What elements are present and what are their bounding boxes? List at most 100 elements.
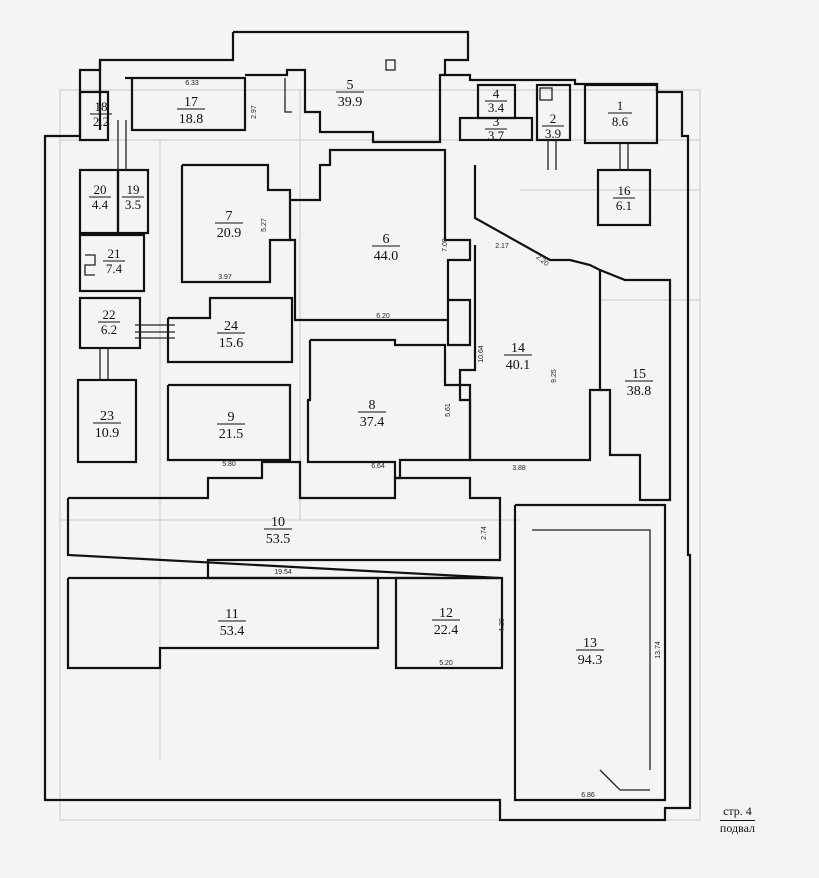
room-6-label[interactable]: 6 44.0: [372, 232, 400, 264]
room-number: 5: [347, 78, 354, 93]
dimension-label: 2.17: [495, 243, 509, 250]
room-23-label[interactable]: 23 10.9: [93, 409, 121, 441]
room-4-label[interactable]: 4 3.4: [485, 86, 507, 115]
dimension-label: 2.20: [534, 254, 549, 268]
room-16-label[interactable]: 16 6.1: [613, 183, 635, 213]
dimension-label: 6.86: [581, 792, 595, 799]
dimension-labels: 6.33 2.97 5.27 3.97 6.20 7.09 2.17 2.20 …: [185, 80, 662, 799]
room-19-label[interactable]: 19 3.5: [122, 182, 144, 212]
dimension-label: 4.30: [499, 618, 506, 632]
dimension-label: 6.33: [185, 80, 199, 87]
room-number: 3: [493, 114, 500, 129]
room-area: 6.1: [616, 198, 632, 213]
room-5-label[interactable]: 5 39.9: [336, 78, 364, 110]
room-area: 3.4: [488, 100, 505, 115]
room-11-label[interactable]: 11 53.4: [218, 607, 246, 639]
room-area: 94.3: [578, 653, 603, 668]
room-area: 53.4: [220, 624, 245, 639]
room-number: 1: [617, 98, 624, 113]
room-number: 8: [369, 398, 376, 413]
room-area: 2.2: [93, 114, 109, 129]
room-number: 18: [95, 99, 108, 114]
dimension-label: 6.20: [376, 313, 390, 320]
dimension-label: 6.64: [371, 463, 385, 470]
dimension-label: 9.25: [551, 369, 558, 383]
room-number: 14: [511, 341, 525, 356]
dimension-label: 5.27: [261, 218, 268, 232]
room-3-label[interactable]: 3 3.7: [485, 114, 507, 143]
room-number: 19: [127, 182, 140, 197]
room-number: 22: [103, 307, 116, 322]
room-number: 21: [108, 246, 121, 261]
room-area: 4.4: [92, 197, 109, 212]
room-area: 15.6: [219, 336, 244, 351]
room-number: 17: [184, 95, 198, 110]
dimension-label: 10.64: [478, 345, 485, 363]
room-number: 13: [583, 636, 597, 651]
room-area: 8.6: [612, 114, 629, 129]
room-area: 3.5: [125, 197, 141, 212]
dimension-label: 5.20: [439, 660, 453, 667]
dimension-label: 19.54: [274, 569, 292, 576]
room-number: 16: [618, 183, 632, 198]
dimension-label: 3.88: [512, 465, 526, 472]
room-24-label[interactable]: 24 15.6: [217, 319, 245, 351]
room-2-label[interactable]: 2 3.9: [542, 111, 564, 141]
room-area: 6.2: [101, 322, 117, 337]
room-number: 12: [439, 606, 453, 621]
room-10-label[interactable]: 10 53.5: [264, 515, 292, 547]
room-area: 18.8: [179, 112, 204, 127]
sheet-caption: стр. 4 подвал: [719, 804, 755, 836]
room-number: 11: [225, 607, 238, 622]
dimension-label: 7.09: [442, 238, 449, 252]
dimension-label: 5.61: [445, 403, 452, 417]
room-18-label[interactable]: 18 2.2: [90, 99, 112, 129]
dimension-label: 2.97: [251, 105, 258, 119]
room-area: 3.9: [545, 126, 561, 141]
room-21-label[interactable]: 21 7.4: [103, 246, 125, 276]
page-number: стр. 4: [719, 804, 755, 821]
room-number: 2: [550, 111, 557, 126]
room-area: 3.7: [488, 128, 505, 143]
room-number: 24: [224, 319, 238, 334]
room-22-label[interactable]: 22 6.2: [98, 307, 120, 337]
room-14-label[interactable]: 14 40.1: [504, 341, 532, 373]
room-area: 44.0: [374, 249, 399, 264]
room-area: 10.9: [95, 426, 120, 441]
room-area: 38.8: [627, 384, 652, 399]
room-labels: 1 8.6 2 3.9 3 3.7 4 3.4 5 39.9 6 44.0: [89, 78, 653, 668]
room-area: 22.4: [434, 623, 459, 638]
room-number: 23: [100, 409, 114, 424]
room-15-label[interactable]: 15 38.8: [625, 367, 653, 399]
dimension-label: 13.74: [655, 641, 662, 659]
room-area: 40.1: [506, 358, 531, 373]
room-7-label[interactable]: 7 20.9: [215, 209, 243, 241]
room-number: 6: [383, 232, 390, 247]
room-20-label[interactable]: 20 4.4: [89, 182, 111, 212]
room-number: 10: [271, 515, 285, 530]
dimension-label: 2.74: [481, 526, 488, 540]
floor-level: подвал: [719, 821, 755, 835]
pipe-marks: [99, 120, 629, 380]
room-number: 20: [94, 182, 107, 197]
room-9-label[interactable]: 9 21.5: [217, 410, 245, 442]
room-number: 15: [632, 367, 646, 382]
room-12-label[interactable]: 12 22.4: [432, 606, 460, 638]
room-area: 39.9: [338, 95, 363, 110]
room-17-label[interactable]: 17 18.8: [177, 95, 205, 127]
room-13-label[interactable]: 13 94.3: [576, 636, 604, 668]
dimension-label: 5.80: [222, 461, 236, 468]
room-area: 20.9: [217, 226, 242, 241]
room-8-label[interactable]: 8 37.4: [358, 398, 386, 430]
background-ghost-lines: [59, 89, 701, 821]
room-area: 53.5: [266, 532, 291, 547]
room-number: 7: [226, 209, 233, 224]
room-area: 7.4: [106, 261, 123, 276]
dimension-label: 3.97: [218, 274, 232, 281]
room-outlines: [66, 59, 672, 802]
room-area: 37.4: [360, 415, 385, 430]
room-1-label[interactable]: 1 8.6: [608, 98, 632, 129]
room-area: 21.5: [219, 427, 244, 442]
room-number: 4: [493, 86, 500, 101]
